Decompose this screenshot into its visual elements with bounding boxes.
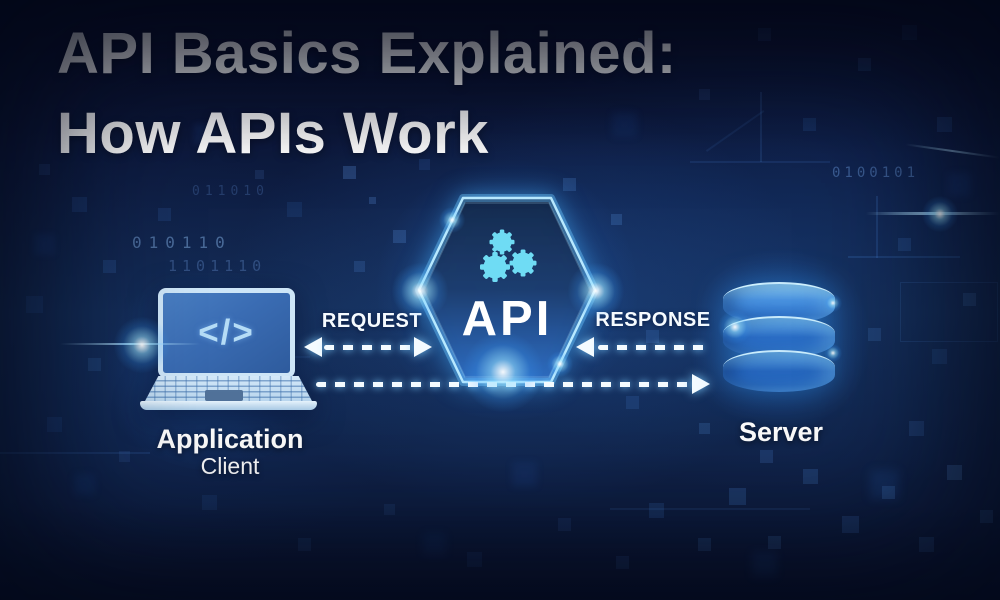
request-arrow-right-head <box>414 337 432 357</box>
laptop-touchpad <box>205 390 243 401</box>
circuit-line <box>705 110 765 152</box>
api-hexagon: API <box>415 194 599 386</box>
page-title: API Basics Explained: How APIs Work <box>57 14 677 174</box>
light-streak <box>905 143 1000 159</box>
client-role-label: Client <box>200 453 260 479</box>
request-label: REQUEST <box>321 310 423 332</box>
code-icon: </> <box>198 313 255 352</box>
api-label: API <box>462 292 553 346</box>
laptop-screen: </> <box>158 288 295 378</box>
title-line-1: API Basics Explained: <box>57 21 677 86</box>
light-flare <box>922 196 958 232</box>
pixel-squares-soft-layer <box>0 0 9 9</box>
client-name-label: Application <box>156 424 304 454</box>
database-disk <box>723 350 835 392</box>
hexagon-body <box>415 194 599 386</box>
request-arrow-left-head <box>304 337 322 357</box>
response-label: RESPONSE <box>595 309 711 331</box>
server-label: Server <box>738 417 824 447</box>
response-arrow-head <box>576 337 594 357</box>
client-laptop: </> <box>140 283 320 413</box>
server-database-icon <box>723 282 835 392</box>
response-arrow <box>598 345 706 350</box>
circuit-line <box>900 282 998 342</box>
data-flow-arrow-head <box>692 374 710 394</box>
request-arrow <box>324 345 414 350</box>
circuit-line <box>848 256 960 258</box>
circuit-line <box>876 196 878 258</box>
binary-text: 011010 <box>192 184 269 199</box>
circuit-line <box>690 161 830 163</box>
binary-text: 010110 <box>132 233 232 252</box>
title-line-2: How APIs Work <box>57 101 489 167</box>
data-flow-arrow <box>316 382 692 387</box>
light-streak <box>866 212 1000 215</box>
binary-text: 0100101 <box>832 165 920 181</box>
circuit-line <box>0 452 150 454</box>
pixel-squares-layer <box>0 0 9 9</box>
binary-text: 1101110 <box>168 257 267 275</box>
circuit-line <box>610 508 810 510</box>
circuit-line <box>760 92 762 162</box>
laptop-front-edge <box>140 401 317 410</box>
